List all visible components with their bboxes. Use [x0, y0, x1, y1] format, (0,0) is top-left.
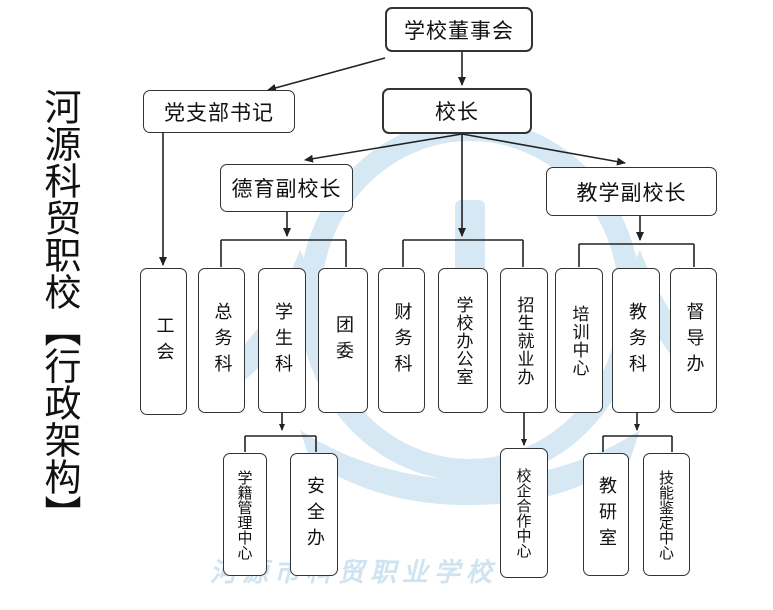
node-principal: 校长	[382, 88, 532, 134]
node-skill-assessment-center: 技能鉴定中心	[643, 453, 690, 576]
node-finance: 财务科	[378, 268, 425, 413]
node-academic-affairs: 教务科	[612, 268, 660, 413]
node-student-records-center: 学籍管理中心	[223, 453, 267, 576]
node-teaching-research: 教研室	[583, 453, 629, 576]
node-general-affairs: 总务科	[198, 268, 245, 413]
node-board: 学校董事会	[385, 7, 533, 52]
node-student-affairs: 学生科	[258, 268, 306, 413]
node-party-secretary: 党支部书记	[143, 90, 295, 133]
node-training-center: 培训中心	[555, 268, 603, 413]
node-school-office: 学校办公室	[438, 268, 488, 413]
node-youth-league: 团委	[318, 268, 368, 413]
side-title: 河源科贸职校【行政架构】	[38, 88, 81, 532]
node-admissions-employment: 招生就业办	[500, 268, 548, 413]
node-safety-office: 安全办	[290, 453, 338, 576]
node-union: 工会	[140, 268, 187, 415]
node-teaching-vp: 教学副校长	[546, 167, 717, 216]
node-moral-vp: 德育副校长	[220, 164, 353, 212]
node-school-enterprise-center: 校企合作中心	[500, 448, 548, 578]
node-supervision-office: 督导办	[670, 268, 717, 413]
